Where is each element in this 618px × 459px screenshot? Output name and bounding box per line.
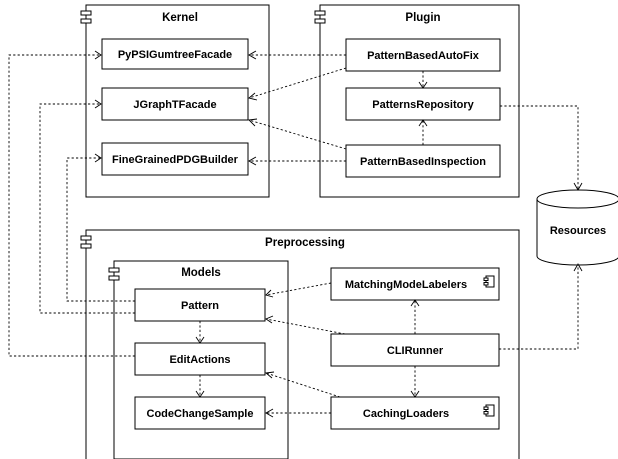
dependency-arrow	[195, 375, 205, 398]
component-caching-loaders: CachingLoaders	[330, 396, 500, 430]
component-pypsi-gumtree-facade: PyPSIGumtreeFacade	[101, 38, 249, 70]
component-pattern: Pattern	[134, 288, 266, 322]
component-icon	[483, 275, 495, 288]
resources-label: Resources	[550, 225, 606, 237]
dependency-arrow	[248, 67, 347, 101]
dependency-arrow	[195, 321, 205, 344]
component-pattern-based-autofix: PatternBasedAutoFix	[345, 38, 501, 72]
component-matching-mode-labelers: MatchingModeLabelers	[330, 267, 500, 301]
svg-text:MatchingModeLabelers: MatchingModeLabelers	[345, 279, 467, 291]
dependency-arrow	[248, 118, 347, 150]
dependency-arrow	[39, 99, 135, 314]
package-title-preprocessing: Preprocessing	[265, 237, 345, 249]
component-edit-actions: EditActions	[134, 342, 266, 376]
svg-text:EditActions: EditActions	[169, 354, 230, 366]
dependency-arrow	[265, 282, 332, 298]
package-title-kernel: Kernel	[162, 12, 198, 24]
component-icon	[483, 404, 495, 417]
component-cli-runner: CLIRunner	[330, 333, 500, 367]
dependency-arrow	[410, 299, 420, 334]
component-tab-icon	[80, 10, 92, 16]
component-code-change-sample: CodeChangeSample	[134, 396, 266, 430]
svg-text:PyPSIGumtreeFacade: PyPSIGumtreeFacade	[118, 49, 232, 61]
svg-text:CodeChangeSample: CodeChangeSample	[147, 408, 254, 420]
svg-text:JGraphTFacade: JGraphTFacade	[133, 99, 216, 111]
resources-database: Resources	[536, 189, 618, 266]
dependency-arrow	[265, 315, 346, 335]
dependency-arrow	[499, 263, 583, 350]
component-fine-grained-pdg-builder: FineGrainedPDGBuilder	[101, 142, 249, 176]
svg-text:CLIRunner: CLIRunner	[387, 345, 444, 357]
dependency-arrow	[418, 71, 428, 89]
svg-text:CachingLoaders: CachingLoaders	[363, 408, 449, 420]
component-jgrapht-facade: JGraphTFacade	[101, 87, 249, 121]
dependency-arrow	[8, 50, 135, 357]
package-title-plugin: Plugin	[405, 12, 440, 24]
svg-text:Pattern: Pattern	[181, 300, 219, 312]
dependency-arrow	[66, 153, 135, 302]
dependency-arrow	[500, 105, 583, 191]
dependency-arrow	[248, 156, 346, 166]
svg-text:PatternBasedInspection: PatternBasedInspection	[360, 156, 486, 168]
component-pattern-based-inspection: PatternBasedInspection	[345, 144, 501, 178]
dependency-arrow	[264, 371, 341, 398]
dependency-arrow	[248, 50, 346, 60]
component-patterns-repository: PatternsRepository	[345, 87, 501, 121]
package-title-models: Models	[181, 267, 221, 279]
dependency-arrow	[265, 408, 331, 418]
dependency-arrow	[418, 119, 428, 145]
dependency-arrow	[410, 366, 420, 398]
svg-text:PatternBasedAutoFix: PatternBasedAutoFix	[367, 50, 480, 62]
svg-text:PatternsRepository: PatternsRepository	[372, 99, 474, 111]
svg-text:FineGrainedPDGBuilder: FineGrainedPDGBuilder	[112, 154, 239, 166]
